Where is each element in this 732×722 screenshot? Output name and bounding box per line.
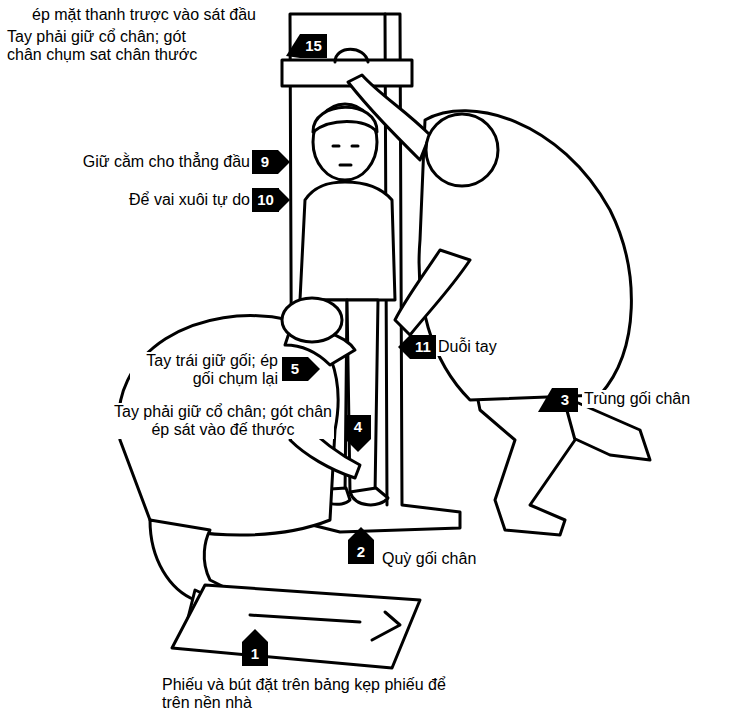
- callout-number: 11: [410, 335, 436, 359]
- head-piece-handle: [335, 49, 368, 62]
- callout-number: 10: [252, 188, 279, 212]
- callout-number: 5: [282, 357, 308, 381]
- callout-text: 9: [257, 150, 273, 174]
- callout-text: 5: [287, 357, 303, 381]
- callout-text: 1: [247, 642, 263, 666]
- marker-tip: [242, 629, 268, 642]
- pen: [250, 615, 360, 622]
- annotation-text: ép mặt thanh trược vào sát đầu: [30, 6, 258, 24]
- child-shirt: [300, 182, 395, 300]
- callout-number: 15: [300, 34, 327, 58]
- adult-arm: [395, 250, 470, 335]
- marker-tip: [278, 150, 290, 174]
- callout-text: 2: [353, 540, 369, 564]
- marker-tip: [538, 388, 552, 412]
- marker-tip: [345, 439, 371, 452]
- child-face: [333, 146, 358, 165]
- marker-tips: [242, 34, 552, 642]
- marker-tip: [308, 357, 320, 381]
- annotation-text: Phiếu và bút đặt trên bảng kẹp phiếu để …: [160, 676, 464, 712]
- annotation-text: Quỳ gối chân: [380, 550, 478, 568]
- marker-tip: [286, 34, 300, 58]
- marker-tip: [348, 527, 374, 540]
- callout-number: 1: [242, 642, 268, 666]
- marker-tip: [278, 188, 290, 212]
- annotation-text: Tay trái giữ gối; ép gối chụm lại: [130, 352, 280, 388]
- annotation-text: Để vai xuôi tự do: [60, 191, 252, 209]
- adult-cap: [282, 298, 342, 342]
- clip: [372, 612, 400, 640]
- adult-arm: [348, 75, 430, 160]
- annotation-text: Trùng gối chân: [582, 390, 692, 408]
- annotation-text: Giữ cằm cho thẳng đầu: [60, 153, 252, 171]
- annotation-text: Duỗi tay: [436, 338, 499, 356]
- callout-text: 11: [411, 335, 435, 359]
- child-head: [313, 104, 377, 180]
- callout-text: 10: [253, 188, 278, 212]
- adult-head: [426, 114, 498, 186]
- clipboard: [172, 585, 420, 668]
- callout-text: 3: [557, 388, 573, 412]
- callout-number: 9: [252, 150, 278, 174]
- callout-number: 3: [552, 388, 578, 412]
- annotation-text: Tay phải giữ cổ chân; gót chân chụm sat …: [5, 28, 224, 64]
- annotation-text: Tay phải giữ cổ chân; gót chân ép sát và…: [112, 403, 334, 439]
- callout-text: 4: [350, 415, 366, 439]
- marker-tip: [398, 335, 410, 359]
- callout-text: 15: [301, 34, 326, 58]
- child-hair: [313, 107, 377, 132]
- callout-number: 2: [348, 540, 374, 564]
- callout-number: 4: [345, 415, 371, 439]
- child-foot: [350, 488, 388, 505]
